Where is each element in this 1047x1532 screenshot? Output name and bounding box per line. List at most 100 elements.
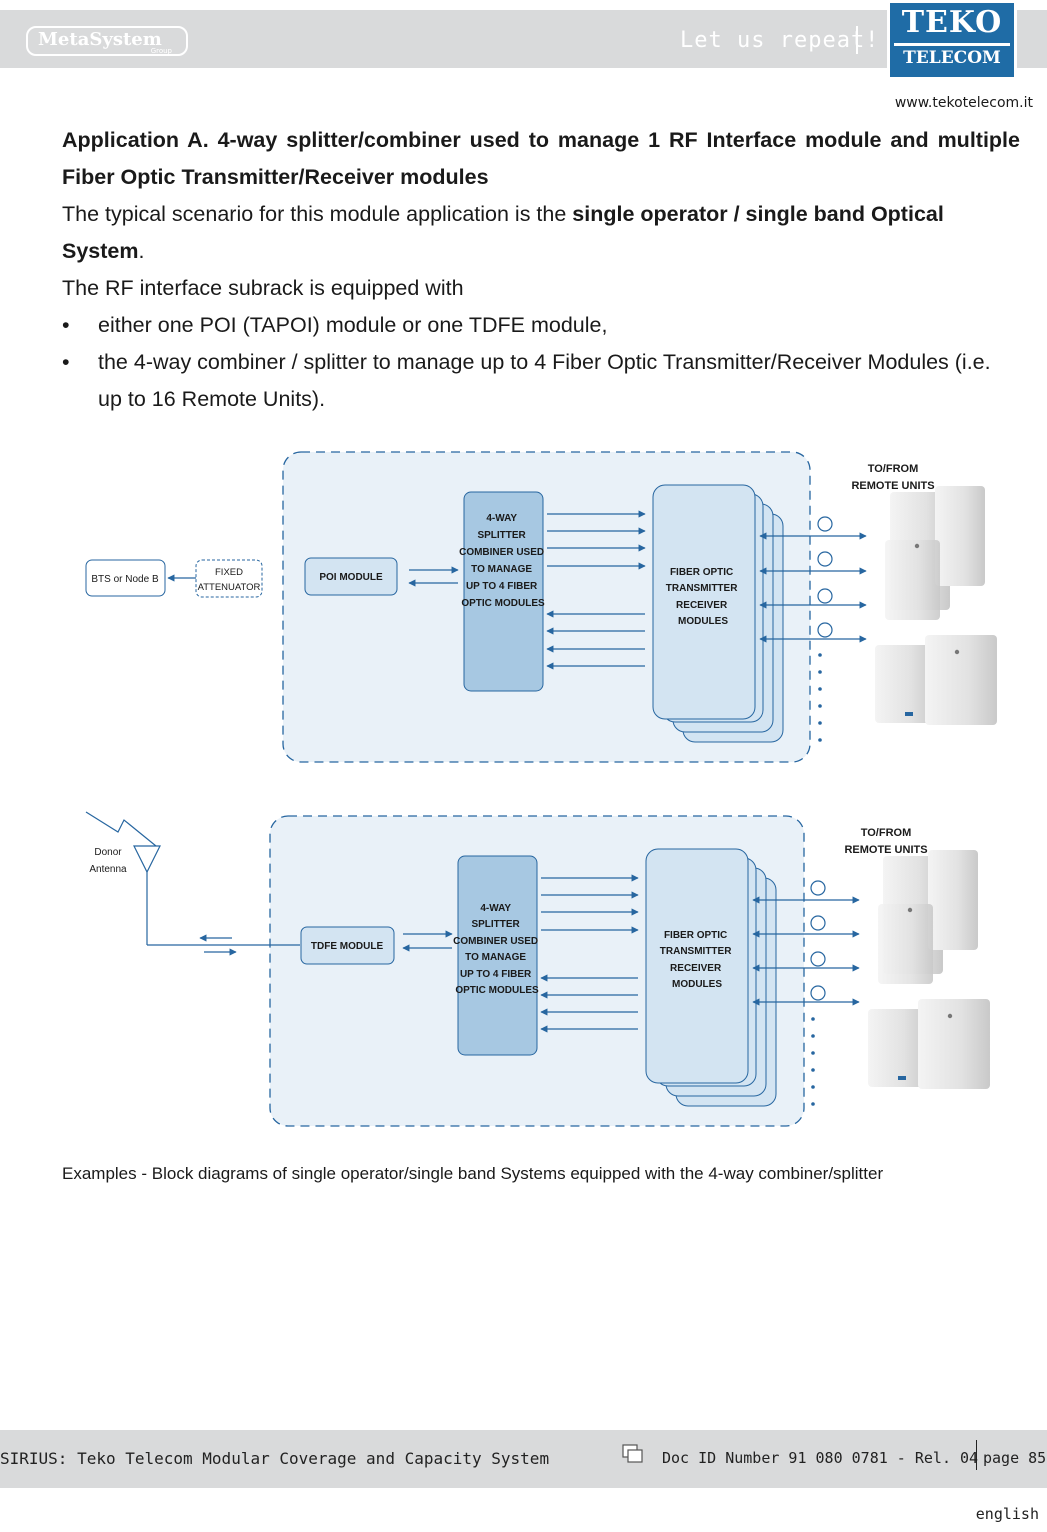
remote-unit-tag [905, 712, 913, 716]
main-content: Application A. 4-way splitter/combiner u… [62, 122, 1020, 418]
optical-links-b [752, 880, 860, 1006]
poi-module-label: POI MODULE [319, 572, 383, 583]
splitter-combiner-box-b [457, 855, 538, 1056]
header-divider [856, 26, 858, 54]
language-label: english [975, 1505, 1039, 1523]
remote-unit-led [914, 543, 920, 549]
footer-doc-id: Doc ID Number 91 080 0781 - Rel. 04 [662, 1449, 979, 1467]
tagline: Let us repeat! [680, 28, 880, 53]
fiber-line: MODULES [678, 616, 728, 627]
fiber-connector [810, 880, 826, 896]
continuation-dots-a [818, 653, 822, 742]
fixed-attenuator-box [195, 559, 263, 598]
fiber-connector [817, 622, 833, 638]
splitter-line: UP TO 4 FIBER [460, 969, 532, 980]
remote-units-image-a [875, 486, 997, 725]
diagram-a: TO/FROM REMOTE UNITS BTS or Node B FIXED… [85, 451, 997, 763]
teko-logo-line1: TEKO [901, 5, 1003, 40]
splitter-line: COMBINER USED [453, 936, 538, 947]
antenna-icon [133, 845, 161, 874]
bts-node-box [85, 559, 166, 597]
fiber-connector [810, 951, 826, 967]
remote-unit [878, 904, 933, 984]
poi-module-box [304, 557, 398, 596]
footer-divider [976, 1440, 977, 1470]
remote-unit [935, 486, 985, 586]
fiber-line: FIBER OPTIC [670, 567, 733, 578]
tdfe-module-label: TDFE MODULE [311, 941, 384, 952]
metasystem-group-text: Group [150, 47, 172, 55]
remote-unit [918, 999, 990, 1089]
optical-links-a [759, 516, 867, 643]
splitter-line: TO MANAGE [471, 564, 532, 575]
donor-antenna-label-2: Antenna [89, 864, 127, 875]
splitter-fiber-links-b [540, 874, 639, 1033]
splitter-line: OPTIC MODULES [461, 598, 545, 609]
splitter-line: OPTIC MODULES [455, 985, 539, 996]
fiber-line: FIBER OPTIC [664, 930, 727, 941]
teko-logo-line2: TELECOM [894, 43, 1010, 70]
splitter-line: TO MANAGE [465, 952, 526, 963]
splitter-line: SPLITTER [471, 919, 520, 930]
remote-units-label-a1: TO/FROM [868, 463, 919, 475]
footer-document-title: SIRIUS: Teko Telecom Modular Coverage an… [0, 1449, 550, 1468]
metasystem-logo: MetaSystem Group [26, 26, 188, 56]
attenuator-label-1: FIXED [215, 567, 243, 578]
intro-bold: single operator / single band Optical Sy… [62, 202, 944, 263]
bts-node-label: BTS or Node B [91, 574, 159, 585]
section-heading: Application A. 4-way splitter/combiner u… [62, 128, 1020, 189]
intro-paragraph: The typical scenario for this module app… [62, 196, 1020, 270]
bullet-list: either one POI (TAPOI) module or one TDF… [62, 307, 1020, 418]
fiber-connector [817, 551, 833, 567]
fiber-module-box-b [645, 848, 749, 1084]
radio-link-icon [85, 811, 157, 847]
teko-telecom-logo: TEKO TELECOM [887, 0, 1017, 80]
remote-unit [928, 850, 978, 950]
fiber-module-label-a: FIBER OPTIC TRANSMITTER RECEIVER MODULES [666, 567, 740, 627]
remote-unit-led [954, 649, 960, 655]
remote-unit [925, 635, 997, 725]
footer-bar [0, 1430, 1047, 1488]
block-diagram: TO/FROM REMOTE UNITS BTS or Node B FIXED… [85, 451, 997, 1127]
remote-unit [868, 1009, 928, 1087]
splitter-line: 4-WAY [486, 513, 517, 524]
fiber-line: TRANSMITTER [660, 946, 732, 957]
splitter-line: 4-WAY [480, 903, 511, 914]
splitter-combiner-box-a [463, 491, 544, 692]
remote-unit-tag [898, 1076, 906, 1080]
header-bar [0, 10, 1047, 68]
splitter-label-b: 4-WAY SPLITTER COMBINER USED TO MANAGE U… [453, 903, 541, 996]
document-icon [622, 1444, 643, 1463]
splitter-line: COMBINER USED [459, 547, 544, 558]
remote-units-label-b2: REMOTE UNITS [844, 844, 927, 856]
footer-page-number: page 85 [983, 1449, 1047, 1467]
splitter-label-a: 4-WAY SPLITTER COMBINER USED TO MANAGE U… [459, 513, 547, 609]
fiber-module-label-b: FIBER OPTIC TRANSMITTER RECEIVER MODULES [660, 930, 734, 990]
remote-units-label-a2: REMOTE UNITS [851, 480, 934, 492]
fiber-connector [810, 915, 826, 931]
fiber-module-box-a [652, 484, 756, 720]
fiber-line: RECEIVER [676, 600, 728, 611]
bullet-item: the 4-way combiner / splitter to manage … [62, 344, 1020, 418]
continuation-dots-b [811, 1017, 815, 1106]
remote-units-image-b [868, 850, 990, 1089]
donor-antenna-icon [85, 811, 300, 946]
remote-unit [875, 645, 935, 723]
splitter-line: UP TO 4 FIBER [466, 581, 538, 592]
intro-prefix: The typical scenario for this module app… [62, 202, 573, 226]
metasystem-logo-text: MetaSystem [38, 29, 162, 50]
attenuator-label-2: ATTENUATOR [198, 582, 261, 593]
website-link[interactable]: www.tekotelecom.it [894, 95, 1033, 111]
tdfe-module-box [300, 926, 395, 965]
remote-unit [885, 540, 940, 620]
bullet-item: either one POI (TAPOI) module or one TDF… [62, 307, 1020, 344]
intro-suffix: . [138, 239, 145, 263]
splitter-line: SPLITTER [477, 530, 526, 541]
donor-antenna-label-1: Donor [94, 847, 122, 858]
subrack-paragraph: The RF interface subrack is equipped wit… [62, 276, 464, 300]
fiber-line: TRANSMITTER [666, 583, 738, 594]
fiber-connector [817, 516, 833, 532]
fiber-line: MODULES [672, 979, 722, 990]
remote-unit-led [907, 907, 913, 913]
diagram-b: TO/FROM REMOTE UNITS Donor Antenna TDFE … [85, 811, 990, 1127]
